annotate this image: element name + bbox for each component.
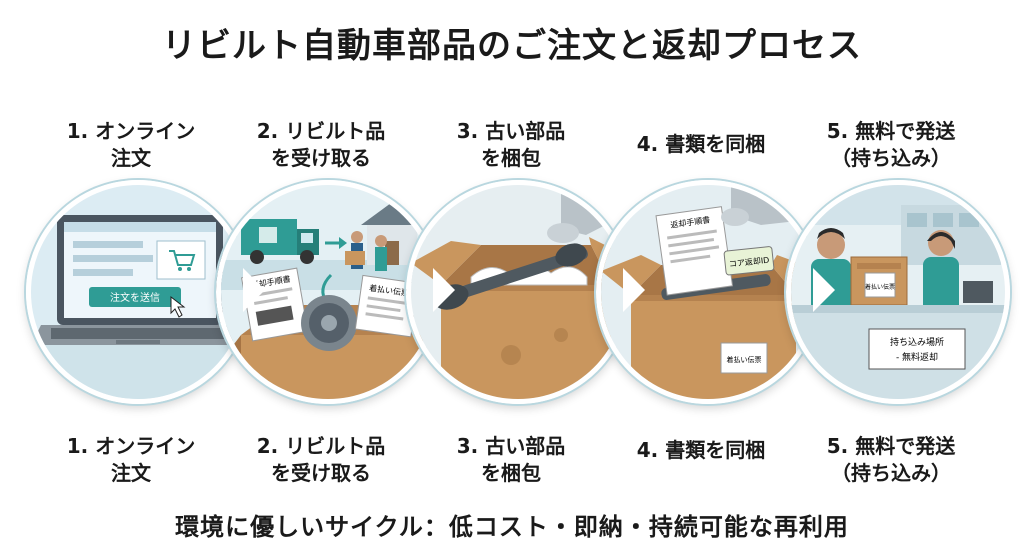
core-tag: コア返却ID [723,246,775,276]
box-label-text: 着払い伝票 [727,355,762,364]
step-2-title-bottom: 2. リビルト品 [256,434,386,458]
step-2-subtitle-bottom: を受け取る [271,461,371,485]
step-1-label-bottom: 1. オンライン 注文 [46,433,216,487]
dropoff-sign: 持ち込み場所 - 無料返却 [868,328,966,370]
cart-icon [169,250,196,271]
step-3-label-bottom: 3. 古い部品 を梱包 [426,433,596,487]
delivery-truck-icon [241,219,319,264]
step-1-title-bottom: 1. オンライン [66,434,196,458]
core-tag-label: コア返却ID [728,255,769,269]
step-2-subtitle: を受け取る [271,146,371,170]
step-4-title: 4. 書類を同梱 [636,132,766,156]
step-3-subtitle: を梱包 [481,146,541,170]
dropoff-sign-line-1: 持ち込み場所 [890,336,944,348]
step-5-subtitle: （持ち込み） [831,146,951,170]
cursor-icon [170,295,186,318]
step-5-title: 5. 無料で発送 [826,119,956,143]
step-3-title-bottom: 3. 古い部品 [456,434,566,458]
step-3-title: 3. 古い部品 [456,119,566,143]
step-2-label-top: 2. リビルト品 を受け取る [236,118,406,172]
step-5-title-bottom: 5. 無料で発送 [826,434,956,458]
order-submit-button-text: 注文を送信 [110,291,160,304]
dropoff-sign-line-2: - 無料返却 [896,351,938,363]
step-1-label-top: 1. オンライン 注文 [46,118,216,172]
step-2-illustration: 返却手順書 着払い伝票 [216,180,440,404]
alternator-part [301,295,357,351]
step-5-illustration: 着払い伝票 持ち込み場所 - 無料返却 [786,180,1010,404]
flow-arrow-1 [243,268,265,312]
step-4-title-bottom: 4. 書類を同梱 [636,438,766,462]
step-4-label-top: 4. 書類を同梱 [616,131,786,158]
step-2-label-bottom: 2. リビルト品 を受け取る [236,433,406,487]
glove-hand [721,185,815,226]
step-5-label-bottom: 5. 無料で発送 （持ち込み） [806,433,976,487]
store-box-label: 着払い伝票 [865,283,895,291]
step-3-subtitle-bottom: を梱包 [481,461,541,485]
flow-arrow-2 [433,268,455,312]
step-1-title: 1. オンライン [66,119,196,143]
step-4-illustration: 返却手順書 コア返却ID 着払い伝票 [596,180,820,404]
step-4-label-bottom: 4. 書類を同梱 [616,437,786,464]
footer-tagline: 環境に優しいサイクル：低コスト・即納・持続可能な再利用 [175,513,849,541]
flow-arrow-3 [623,268,645,312]
process-illustrations: 注文を送信 [0,180,1024,405]
step-5-subtitle-bottom: （持ち込み） [831,461,951,485]
step-1-subtitle: 注文 [111,146,151,170]
step-5-label-top: 5. 無料で発送 （持ち込み） [806,118,976,172]
step-1-subtitle-bottom: 注文 [111,461,151,485]
clerk-figure [923,230,959,317]
step-2-title: 2. リビルト品 [256,119,386,143]
step-3-label-top: 3. 古い部品 を梱包 [426,118,596,172]
page-title: リビルト自動車部品のご注文と返却プロセス [162,26,862,66]
flow-arrow-4 [813,268,835,312]
